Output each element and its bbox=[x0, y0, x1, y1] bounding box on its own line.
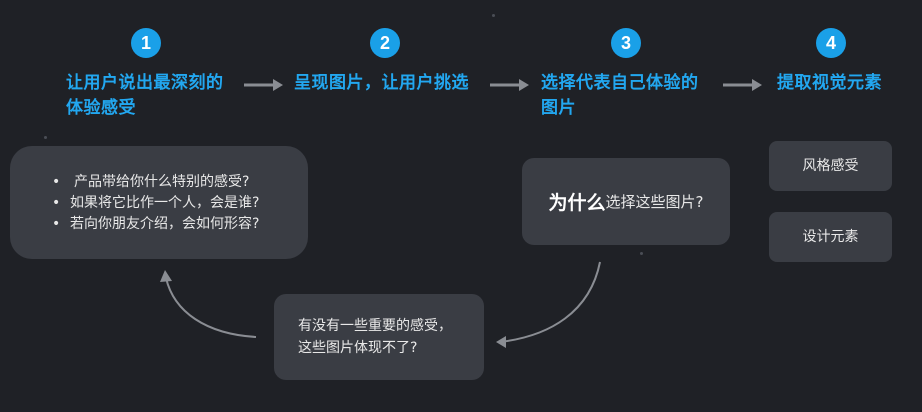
step-1-title-line2: 体验感受 bbox=[66, 98, 136, 118]
question-item: 若向你朋友介绍，会如何形容? bbox=[48, 214, 308, 235]
arrow-step3-to-step4 bbox=[723, 79, 762, 91]
background-dot bbox=[640, 252, 643, 255]
step-4-number: 4 bbox=[816, 28, 846, 58]
question-item: 产品带给你什么特别的感受? bbox=[48, 172, 308, 193]
questions-box: 产品带给你什么特别的感受? 如果将它比作一个人，会是谁? 若向你朋友介绍，会如何… bbox=[10, 146, 308, 259]
style-feeling-box: 风格感受 bbox=[769, 141, 892, 191]
background-dot bbox=[492, 14, 495, 17]
question-item: 如果将它比作一个人，会是谁? bbox=[48, 193, 308, 214]
step-2-title-line1: 呈现图片，让用户挑选 bbox=[294, 73, 469, 93]
step-4-title-line1: 提取视觉元素 bbox=[777, 73, 882, 93]
step-1-number: 1 bbox=[131, 28, 161, 58]
step-3-title-line2: 图片 bbox=[541, 98, 576, 118]
step-3-title: 选择代表自己体验的 图片 bbox=[541, 71, 699, 121]
feedback-line2: 这些图片体现不了? bbox=[298, 340, 418, 356]
feedback-box: 有没有一些重要的感受， 这些图片体现不了? bbox=[274, 294, 484, 380]
why-emphasis: 为什么 bbox=[548, 192, 606, 214]
step-2-title: 呈现图片，让用户挑选 bbox=[294, 71, 469, 96]
feedback-line1: 有没有一些重要的感受， bbox=[298, 318, 452, 334]
background-dot bbox=[44, 136, 47, 139]
design-elements-box: 设计元素 bbox=[769, 212, 892, 262]
why-box: 为什么 选择这些图片? bbox=[522, 158, 730, 245]
why-rest: 选择这些图片? bbox=[605, 193, 704, 211]
step-3-title-line1: 选择代表自己体验的 bbox=[541, 73, 699, 93]
curve-why-to-feedback bbox=[496, 261, 601, 348]
step-1-title: 让用户说出最深刻的 体验感受 bbox=[66, 71, 224, 121]
step-4-title: 提取视觉元素 bbox=[777, 71, 882, 96]
arrow-step2-to-step3 bbox=[490, 79, 529, 91]
questions-list: 产品带给你什么特别的感受? 如果将它比作一个人，会是谁? 若向你朋友介绍，会如何… bbox=[48, 172, 308, 235]
arrow-step1-to-step2 bbox=[244, 79, 283, 91]
step-3-number: 3 bbox=[611, 28, 641, 58]
step-1-title-line1: 让用户说出最深刻的 bbox=[66, 73, 224, 93]
curve-feedback-to-questions bbox=[160, 270, 257, 338]
step-2-number: 2 bbox=[370, 28, 400, 58]
